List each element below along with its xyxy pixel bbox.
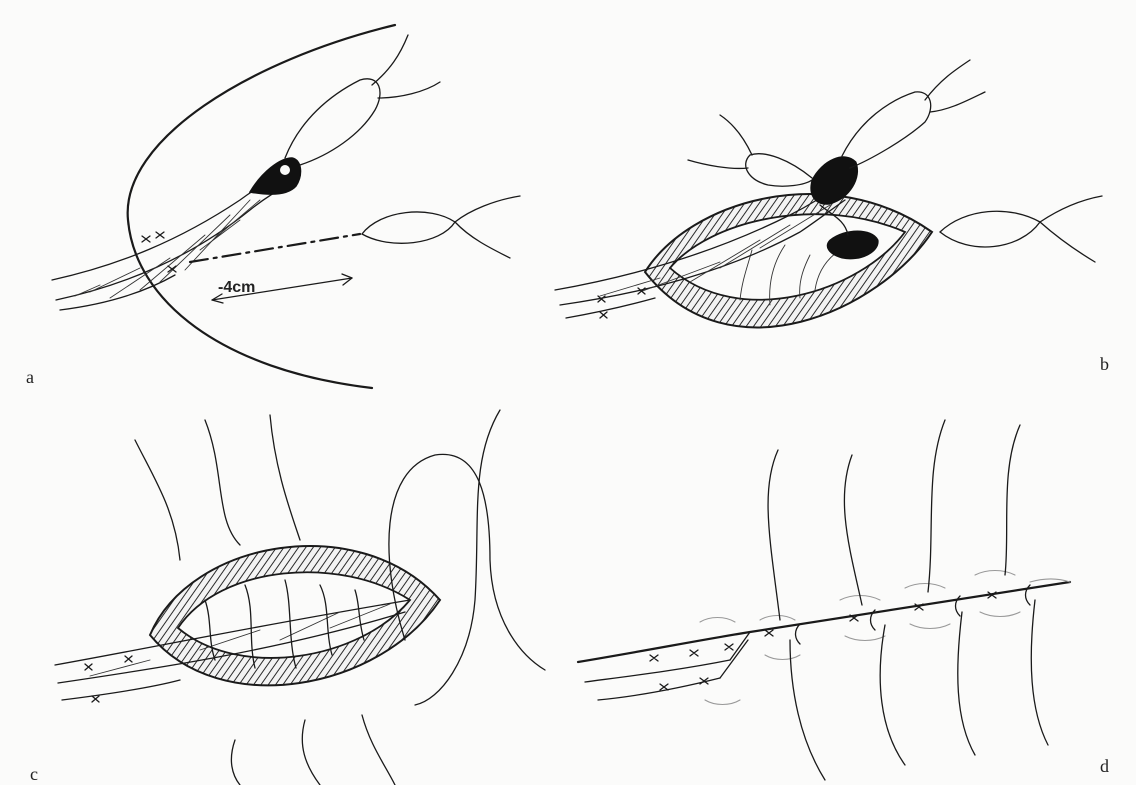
panel-d: d (578, 420, 1109, 780)
panel-label-b: b (1100, 354, 1109, 374)
suture-strands-d (768, 420, 1048, 780)
retractor-right-b (940, 196, 1102, 262)
panel-label-c: c (30, 764, 38, 784)
retractor-right-a (362, 196, 520, 258)
panel-label-a: a (26, 367, 34, 387)
wound-margin-curve (128, 25, 395, 388)
hemostat-clamp-upper (285, 35, 440, 165)
closed-incision (578, 582, 1070, 700)
panel-c: c (30, 410, 545, 785)
panel-b: b (555, 60, 1109, 374)
measurement-label: -4cm (218, 279, 255, 296)
panel-label-d: d (1100, 756, 1109, 776)
panel-a: -4cm a (26, 25, 520, 388)
hernia-sac-end (250, 158, 301, 194)
